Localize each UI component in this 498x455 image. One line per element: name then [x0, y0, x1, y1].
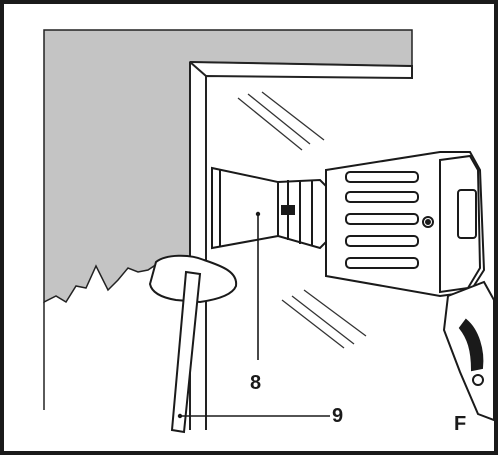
scraper-icon: [148, 254, 238, 434]
heat-gun-icon: [211, 151, 495, 422]
callout-8-label: 8: [250, 372, 261, 394]
callout-9-label: 9: [332, 405, 343, 427]
leader-8-dot: [255, 211, 261, 217]
glass-reflection-icon: [237, 91, 367, 349]
leader-9-dot: [177, 413, 183, 419]
figure-letter: F: [454, 413, 466, 435]
callout-leaders: [180, 214, 330, 417]
